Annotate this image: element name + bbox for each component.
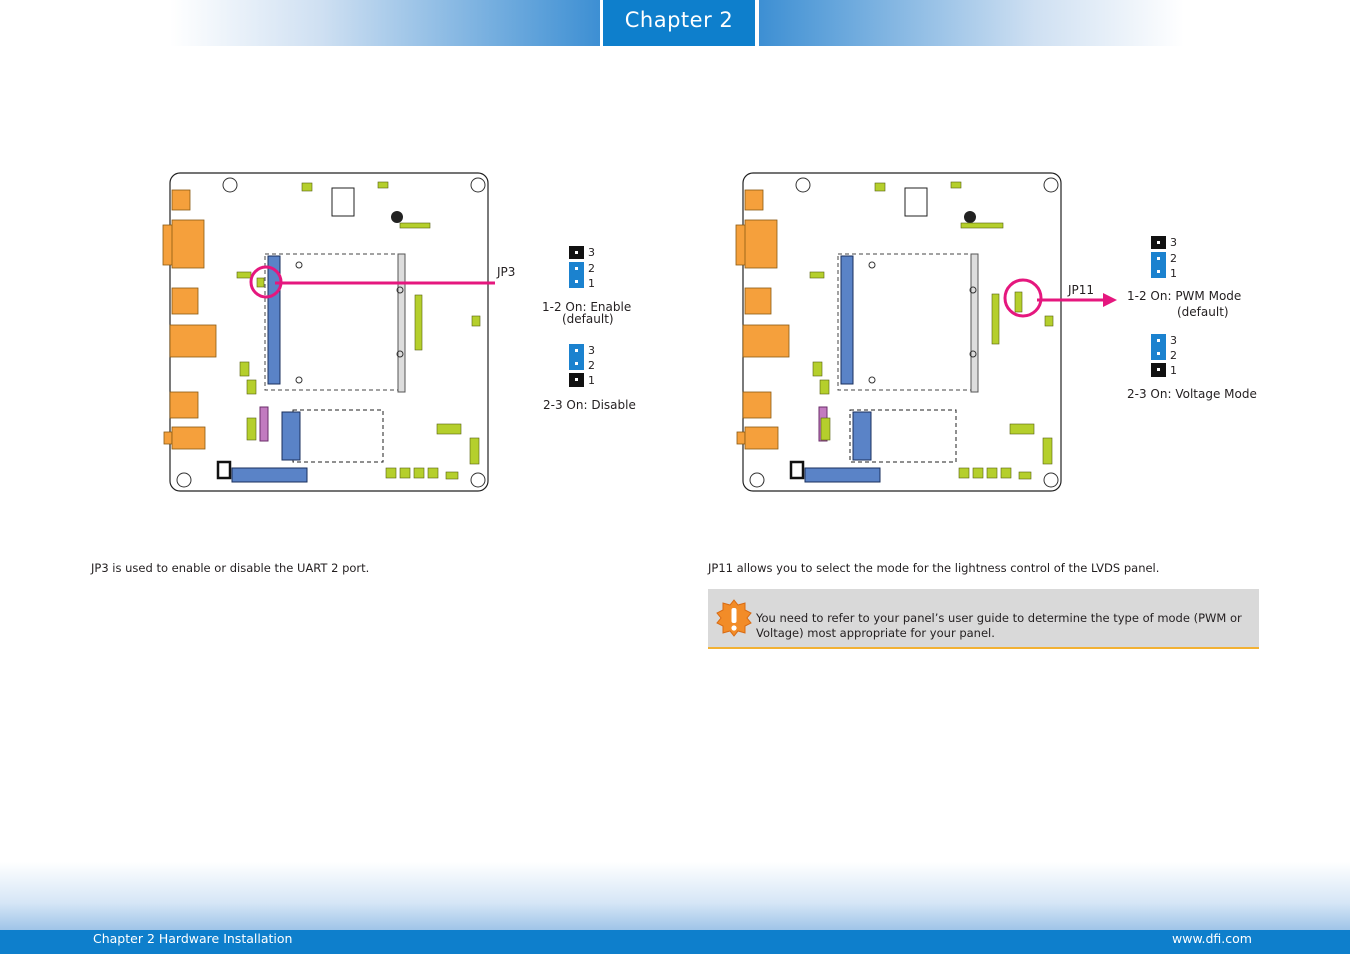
pin-label-1: 1	[588, 277, 595, 290]
jumper-pin-3-volt	[1154, 336, 1163, 345]
option-pwm-label: 1-2 On: PWM Mode	[1127, 289, 1242, 303]
pin-label-3-pwm: 3	[1170, 236, 1177, 249]
jumper-pin-2	[572, 264, 581, 273]
pin-label-1-volt: 1	[1170, 364, 1177, 377]
option-voltage-label: 2-3 On: Voltage Mode	[1127, 387, 1257, 401]
footer-bar	[0, 930, 1350, 954]
option-pwm-default: (default)	[1177, 305, 1229, 319]
motherboard-diagram-right	[735, 172, 1117, 492]
jumper-pin-2-pwm	[1154, 254, 1163, 263]
warning-icon	[716, 599, 752, 637]
pin-label-3-b: 3	[588, 344, 595, 357]
jumper-pin-1-volt	[1154, 365, 1163, 374]
jumper-pin-3	[572, 248, 581, 257]
jumper-name-jp11: JP11	[1068, 283, 1095, 297]
pin-label-1-b: 1	[588, 374, 595, 387]
pin-label-2-b: 2	[588, 359, 595, 372]
note-box: You need to refer to your panel’s user g…	[708, 589, 1259, 649]
jumper-name-jp3: JP3	[497, 265, 516, 279]
jumper-pin-2-b	[572, 359, 581, 368]
pin-label-3-volt: 3	[1170, 334, 1177, 347]
pin-label-1-pwm: 1	[1170, 267, 1177, 280]
pin-label-2-volt: 2	[1170, 349, 1177, 362]
jumper-pin-1-b	[572, 375, 581, 384]
motherboard-diagram-left	[162, 172, 495, 492]
jumper-pin-2-volt	[1154, 349, 1163, 358]
jp11-description: JP11 allows you to select the mode for t…	[708, 561, 1160, 575]
jumper-pin-3-pwm	[1154, 238, 1163, 247]
header-gradient-left	[170, 0, 600, 46]
option-enable-label: 1-2 On: Enable	[542, 300, 632, 314]
jumper-pin-1	[572, 277, 581, 286]
option-disable-label: 2-3 On: Disable	[543, 398, 636, 412]
jumper-pin-3-b	[572, 346, 581, 355]
jumper-pin-1-pwm	[1154, 267, 1163, 276]
footer-gradient	[0, 862, 1350, 930]
header-gradient-right	[759, 0, 1184, 46]
jp3-description: JP3 is used to enable or disable the UAR…	[91, 561, 370, 575]
pin-label-3: 3	[588, 246, 595, 259]
option-enable-default: (default)	[562, 312, 614, 326]
footer-website-link[interactable]: www.dfi.com	[1172, 931, 1252, 946]
note-text: You need to refer to your panel’s user g…	[756, 611, 1242, 640]
chapter-title: Chapter 2	[603, 0, 755, 46]
footer-chapter-title: Chapter 2 Hardware Installation	[93, 931, 293, 946]
pin-label-2-pwm: 2	[1170, 252, 1177, 265]
pin-label-2: 2	[588, 262, 595, 275]
